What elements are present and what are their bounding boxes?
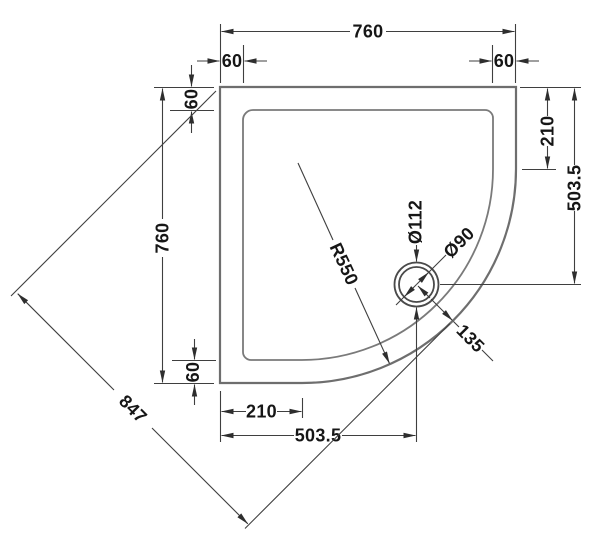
dim-top-left-inset: 60 xyxy=(197,45,267,83)
waste-outer-circle xyxy=(393,261,440,308)
extension-line xyxy=(10,90,217,297)
dim-diagonal: 847 xyxy=(10,90,451,529)
dim-top-right-inset: 60 xyxy=(469,45,539,83)
dimension-line xyxy=(417,285,431,299)
leader-line xyxy=(354,287,391,364)
dim-left-height-label: 760 xyxy=(153,223,173,254)
dim-left-top-inset: 60 xyxy=(154,65,214,133)
dim-right-waste-center: 503.5 xyxy=(440,88,585,286)
dim-right-waste-edge-label: 210 xyxy=(538,116,558,147)
leader-line xyxy=(481,349,494,362)
dimension-line xyxy=(404,284,417,297)
dim-front-radius: R550 xyxy=(297,162,391,364)
leader-line xyxy=(453,321,460,328)
dim-waste-to-front-edge: 135 xyxy=(417,285,494,362)
dim-left-bottom-inset: 60 xyxy=(172,339,216,405)
waste-hole xyxy=(393,261,440,308)
dim-left-bottom-inset-label: 60 xyxy=(183,362,203,383)
dim-bottom-waste-center: 503.5 xyxy=(221,426,416,446)
dimension-line xyxy=(17,293,115,391)
dim-right-waste-center-label: 503.5 xyxy=(565,165,585,212)
dim-left-height: 760 xyxy=(153,88,214,385)
dim-top-left-inset-label: 60 xyxy=(222,51,243,71)
dimension-line xyxy=(416,272,429,285)
tray-inner-rim xyxy=(242,109,494,361)
dim-waste-outer-diameter: Ø112 xyxy=(406,200,426,442)
dimension-line xyxy=(430,298,453,321)
dim-bottom-waste-center-label: 503.5 xyxy=(295,426,342,446)
waste-inner-circle xyxy=(398,266,435,303)
dim-bottom-straight-label: 210 xyxy=(246,402,277,422)
dim-waste-outer-diameter-label: Ø112 xyxy=(406,200,426,244)
leader-line xyxy=(395,296,405,306)
dim-top-width: 760 xyxy=(219,22,517,83)
dimension-line xyxy=(151,427,249,525)
dim-top-right-inset-label: 60 xyxy=(494,51,515,71)
extension-line xyxy=(244,323,451,529)
dim-front-radius-label: R550 xyxy=(326,240,363,289)
dim-diagonal-label: 847 xyxy=(115,391,151,427)
tray-outer-edge xyxy=(218,85,518,385)
dim-right-waste-edge: 210 xyxy=(520,86,581,171)
dim-left-top-inset-label: 60 xyxy=(182,89,202,110)
leader-line xyxy=(297,162,334,241)
leader-line xyxy=(428,254,447,273)
dim-bottom-straight: 210 xyxy=(219,391,304,442)
dim-top-width-label: 760 xyxy=(353,22,384,42)
